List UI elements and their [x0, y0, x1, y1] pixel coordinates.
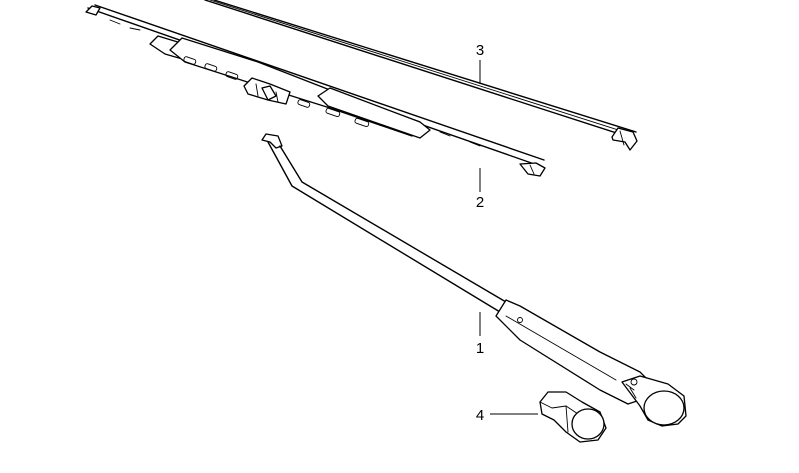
wiper-arm-cap[interactable] — [539, 391, 607, 443]
wiper-rubber-refill[interactable] — [204, 0, 638, 151]
wiper-blade[interactable] — [85, 4, 546, 177]
callout-label-3: 3 — [476, 42, 484, 59]
callout-label-2: 2 — [476, 194, 484, 211]
callout-label-1: 1 — [476, 340, 484, 357]
callout-label-4: 4 — [476, 407, 484, 424]
wiper-arm[interactable] — [261, 133, 687, 427]
